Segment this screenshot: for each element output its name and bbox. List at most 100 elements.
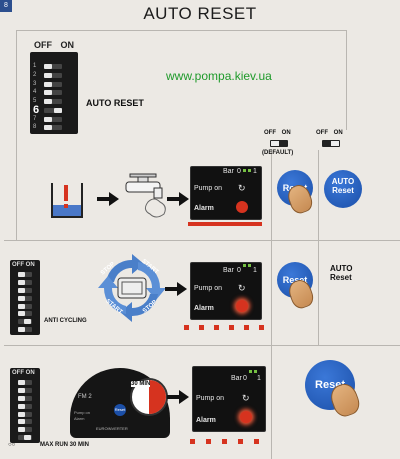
dip-switch-row[interactable] <box>10 309 40 318</box>
dip-switch-knob <box>18 380 25 385</box>
dip-switch-knob <box>18 427 25 433</box>
pump-on-label: Pump on <box>194 185 223 192</box>
frame-right <box>346 30 347 130</box>
dip-switch-slot <box>44 116 62 122</box>
dip-switch-row[interactable] <box>10 417 40 426</box>
dip-switch-row[interactable] <box>10 286 40 295</box>
auto-switch-header: OFF ON <box>316 130 343 136</box>
default-on-label: ON <box>281 130 291 136</box>
dip-switch-row[interactable] <box>10 325 40 334</box>
dial-reset-button[interactable]: Reset <box>114 404 126 416</box>
alarm-label: Alarm <box>194 305 214 312</box>
dip-switch-row[interactable]: 3 <box>30 80 78 89</box>
auto-mode-toggle[interactable] <box>322 140 340 147</box>
max-off-label: OFF <box>12 370 24 376</box>
alarm-blink-dot <box>222 439 227 444</box>
dip-switch-row[interactable]: 1 <box>30 62 78 71</box>
bar-label: Bar <box>223 168 234 175</box>
alarm-blink-dot <box>214 325 219 330</box>
dip-switch-number: 8 <box>33 124 37 131</box>
dip-switch-knob <box>18 287 25 293</box>
column-divider-1 <box>271 150 272 459</box>
anti-off-label: OFF <box>12 262 24 268</box>
bar-zero: 0 <box>237 267 241 274</box>
frame-top <box>16 30 346 31</box>
dip-switch-number: 6 <box>33 103 40 116</box>
dip-switch-knob <box>44 90 52 96</box>
dip-switch-row[interactable] <box>10 402 40 411</box>
alarm-led-blinking <box>240 411 252 423</box>
dip-switch-row[interactable] <box>10 394 40 403</box>
alarm-led-blinking <box>236 300 248 312</box>
auto-reset-line1: AUTO <box>331 177 355 186</box>
dip-switch-row[interactable] <box>10 270 40 279</box>
dip-switch-slot <box>18 395 32 401</box>
default-switch-header: OFF ON <box>264 130 291 136</box>
bar-indicator-led <box>249 370 252 373</box>
dip-switch-row[interactable]: 7 <box>30 115 78 124</box>
dip-switch-row[interactable] <box>10 278 40 287</box>
dip-switch-row[interactable] <box>10 294 40 303</box>
dip-switch-row[interactable] <box>10 433 40 442</box>
dip-switch-number: 1 <box>33 63 37 69</box>
timer-icon: 30 MIN <box>130 378 168 416</box>
control-display: Bar 0 1 Pump on ↻ Alarm <box>190 166 262 220</box>
dip-switch-knob <box>18 279 25 285</box>
dip-switch-knob <box>44 116 52 122</box>
dip-switch-knob <box>24 435 31 441</box>
anti-dip-header: OFF ON <box>12 262 35 268</box>
default-mode-toggle[interactable] <box>270 140 288 147</box>
dip-switch-number: 2 <box>33 71 37 78</box>
dip-switch-number: 7 <box>33 115 37 122</box>
dip-switch-knob <box>18 403 25 409</box>
auto-reset-text: AUTO Reset <box>330 264 353 282</box>
dip-switch-knob <box>18 311 25 317</box>
dip-switch-knob <box>18 303 25 309</box>
dip-switch-row[interactable] <box>10 378 40 387</box>
dip-switch-row[interactable]: 2 <box>30 71 78 80</box>
auto-reset-line2: Reset <box>332 186 354 195</box>
alarm-blink-dot <box>254 439 259 444</box>
dip-switch-row[interactable]: 6 <box>30 103 78 116</box>
dip-switch-knob <box>18 387 25 393</box>
dip-switch-knob <box>18 272 25 277</box>
bar-one: 1 <box>257 375 261 382</box>
alarm-blink-dot <box>184 325 189 330</box>
dip-switch-slot <box>18 403 32 409</box>
bar-one: 1 <box>253 267 257 274</box>
dip-switch-number: 5 <box>33 98 37 104</box>
dip-switch-row[interactable]: 5 <box>30 97 78 106</box>
dip-switch-row[interactable] <box>10 317 40 326</box>
auto-reset-indicator: AUTO Reset <box>324 170 362 208</box>
dip-switch-row[interactable] <box>10 302 40 311</box>
auto-off-label: OFF <box>316 130 328 136</box>
bar-indicator-led <box>254 370 257 373</box>
auto-on-label: ON <box>333 130 343 136</box>
dip-switch-row[interactable] <box>10 410 40 419</box>
dip-switch-row[interactable]: 4 <box>30 88 78 97</box>
bar-label: Bar <box>231 375 242 382</box>
max-run-label: MAX RUN 30 MIN <box>40 442 90 448</box>
default-note: (DEFAULT) <box>262 150 294 156</box>
rotation-icon: ↻ <box>238 183 246 193</box>
alarm-blink-dot <box>199 325 204 330</box>
dip-switch-row[interactable] <box>10 386 40 395</box>
dip-switch-slot <box>18 411 32 417</box>
faucet-icon <box>125 173 166 218</box>
bar-zero: 0 <box>243 375 247 382</box>
alarm-steady-indicator <box>188 222 262 226</box>
dip-main-label: AUTO RESET <box>86 98 144 108</box>
column-divider-2 <box>318 150 319 345</box>
max-dip-header: OFF ON <box>12 370 35 376</box>
alarm-blink-dot <box>229 325 234 330</box>
anti-on-label: ON <box>25 262 35 268</box>
dip-switch-number: 3 <box>33 80 37 87</box>
dip-switch-row[interactable] <box>10 425 40 434</box>
dip-switch-knob <box>18 327 25 333</box>
dip-switch-row[interactable]: 8 <box>30 123 78 132</box>
dip-switch-max-run <box>10 368 40 443</box>
dial-brand: EUROINVERTER <box>96 426 128 431</box>
alarm-blink-dot <box>259 325 264 330</box>
dip-switch-slot <box>44 107 62 113</box>
dip-switch-slot <box>44 72 62 78</box>
